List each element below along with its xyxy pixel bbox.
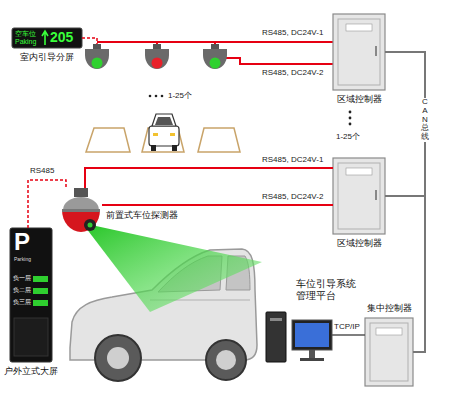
bus-wire: [225, 58, 333, 64]
car-wheel: [151, 145, 156, 151]
device-label: 前置式车位探测器: [106, 210, 178, 220]
device-label: 室内引导分屏: [20, 52, 74, 62]
annotation-label: 1-25个: [168, 91, 192, 100]
indoor-detector: [203, 44, 227, 69]
device-label: 户外立式大屏: [4, 366, 58, 376]
outdoor-screen: PParking负一层负二层负三层户外立式大屏: [10, 228, 52, 362]
detection-beam: [86, 226, 262, 312]
rs485-dashed-wire: [82, 38, 97, 44]
parking-symbol: P: [14, 228, 30, 256]
parking-spot: [198, 128, 240, 152]
car-body: [149, 126, 179, 146]
management-platform: 车位引导系统管理平台: [266, 306, 332, 362]
computer-illustration: [266, 312, 332, 362]
indoor-detector: [85, 44, 109, 69]
front-detector-body: [62, 188, 100, 232]
floor-label: 负二层: [13, 287, 31, 294]
connector-wire: [332, 334, 365, 336]
connector-wire: [102, 204, 333, 206]
controller-cabinet: [365, 318, 413, 386]
controller-cabinet: [333, 158, 385, 234]
up-arrow-symbol: [42, 31, 48, 45]
car-windshield: [155, 117, 173, 125]
guide-screen: 空车位 Paking205室内引导分屏: [12, 28, 82, 48]
signal-label: RS485, DC24V-2: [262, 192, 323, 201]
region-controller: 区域控制器: [333, 158, 385, 234]
floor-label: 负三层: [13, 299, 31, 306]
connector-wire: [28, 180, 66, 228]
ellipsis-dots: [149, 95, 164, 98]
parked-car: [149, 114, 179, 151]
central-controller: 集中控制器: [365, 318, 413, 386]
car-lamp: [153, 133, 158, 136]
indoor-detector: [145, 44, 169, 69]
device-label: 区域控制器: [337, 238, 382, 248]
car-lamp: [170, 133, 175, 136]
parking-spot: [86, 128, 130, 152]
annotation-label: 1-25个: [336, 132, 360, 141]
guide-screen-body: [12, 28, 82, 48]
controller-cabinet: [333, 14, 385, 90]
device-label: 区域控制器: [337, 94, 382, 104]
screen-number: 205: [50, 29, 73, 45]
car-roof: [152, 114, 176, 126]
signal-label: RS485: [30, 166, 54, 175]
region-controller: 区域控制器: [333, 14, 385, 90]
floor-label: 负一层: [13, 275, 31, 282]
screen-text: Parking: [14, 257, 31, 263]
connector-wire: [385, 196, 425, 352]
screen-text: 空车位 Paking: [15, 30, 41, 45]
annotation-label: RS485, DC24V-1: [262, 28, 323, 37]
device-label: 集中控制器: [367, 303, 412, 313]
car-wheel: [172, 145, 177, 151]
front-detector: 前置式车位探测器: [60, 188, 102, 236]
signal-label: RS485, DC24V-1: [262, 155, 323, 164]
signal-label: TCP/IP: [334, 322, 360, 331]
connector-wire: [85, 168, 333, 188]
outdoor-screen-body: [10, 228, 52, 362]
signal-label: CAN总线: [421, 98, 429, 142]
annotation-label: RS485, DC24V-2: [262, 68, 323, 77]
device-label: 车位引导系统管理平台: [296, 278, 358, 302]
ellipsis-dots: [349, 111, 352, 126]
